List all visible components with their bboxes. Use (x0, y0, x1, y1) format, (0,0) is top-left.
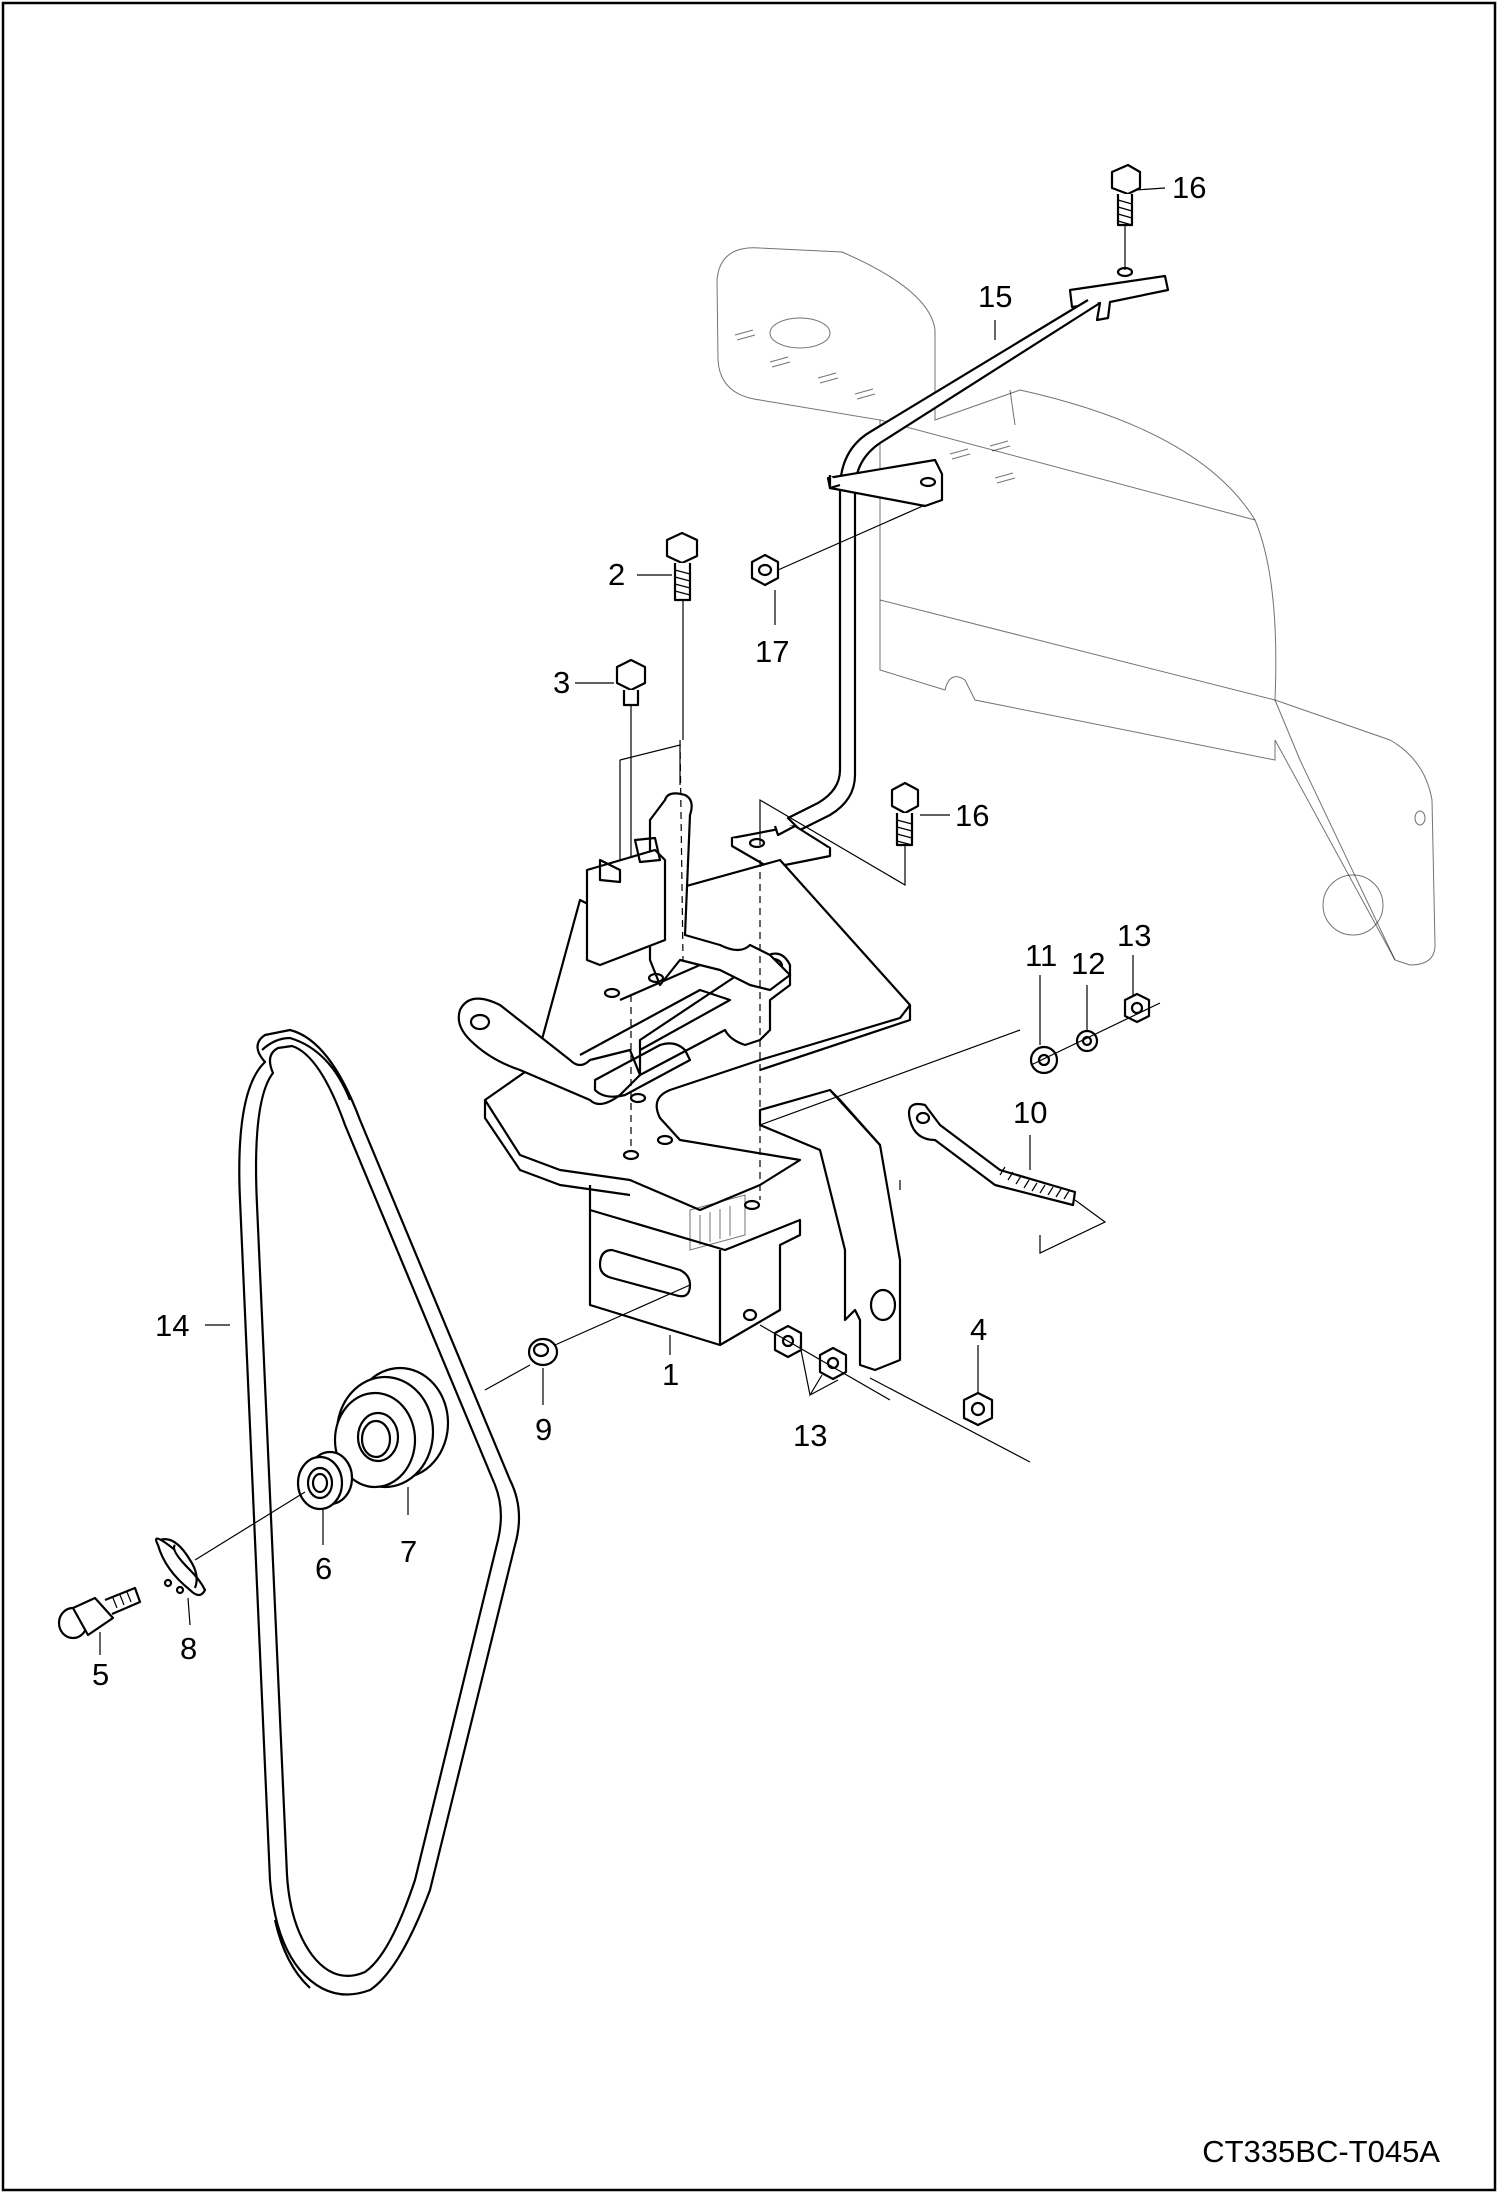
callout-14: 14 (155, 1308, 189, 1343)
part-2-bolt (665, 531, 699, 740)
part-4-nut (962, 1391, 994, 1427)
callout-2: 2 (608, 557, 625, 592)
part-9-washer (527, 1337, 559, 1367)
part-17-nut (750, 504, 926, 587)
axis-line-lower-right (759, 1324, 1031, 1463)
callout-labels: 16 15 2 3 17 16 11 12 13 10 14 4 1 9 13 … (92, 170, 1206, 1692)
axis-line-pulley (484, 1284, 691, 1391)
part-5-shaft-pin (57, 1586, 142, 1640)
callout-16-middle: 16 (955, 798, 989, 833)
callout-1: 1 (662, 1357, 679, 1392)
part-15-stay-rod (730, 274, 1170, 870)
part-11-washer (1029, 1045, 1059, 1075)
part-6-bearing (296, 1450, 354, 1511)
callout-16-top: 16 (1172, 170, 1206, 205)
callout-3: 3 (553, 665, 570, 700)
callout-8: 8 (180, 1631, 197, 1666)
part-1-tension-bracket (457, 739, 912, 1372)
part-13-nut-pair (773, 1324, 848, 1381)
callout-9: 9 (535, 1412, 552, 1447)
part-7-pulley (333, 1366, 450, 1489)
part-14-v-belt (238, 1028, 521, 1996)
callout-5: 5 (92, 1657, 109, 1692)
axis-line-bearing (194, 1491, 306, 1561)
part-16-bolt-top (1110, 163, 1142, 278)
part-8-circlip (154, 1537, 207, 1597)
axis-line-upper-right (1030, 1002, 1161, 1066)
callout-15: 15 (978, 279, 1012, 314)
chassis-frame-plate (716, 247, 1436, 966)
part-16-bolt-middle (759, 781, 920, 887)
part-13-nut-top (1123, 992, 1151, 1024)
drawing-code: CT335BC-T045A (1202, 2134, 1440, 2169)
callout-12: 12 (1071, 946, 1105, 981)
callout-11: 11 (1025, 938, 1057, 973)
part-10-eye-bolt (759, 1029, 1107, 1254)
callout-13-top: 13 (1117, 918, 1151, 953)
callout-6: 6 (315, 1551, 332, 1586)
callout-17: 17 (755, 634, 789, 669)
callout-13-pair: 13 (793, 1418, 827, 1453)
leader-lines (99, 187, 1166, 1655)
callout-4: 4 (970, 1312, 987, 1347)
callout-7: 7 (400, 1534, 417, 1569)
callout-10: 10 (1013, 1095, 1047, 1130)
